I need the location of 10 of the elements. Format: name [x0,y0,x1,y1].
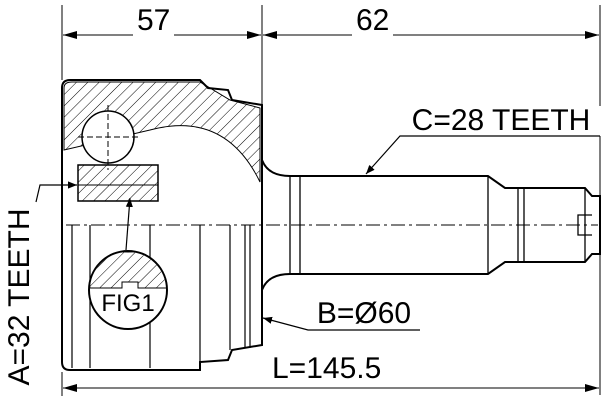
inner-race-drawing [77,164,159,202]
detail-label: FIG1 [101,292,155,316]
dimension-value: 62 [352,6,394,36]
shaft-drawing [262,160,601,290]
leader-line [125,198,133,250]
leader-line [35,181,77,202]
dimension-value: 57 [133,6,174,36]
leader-line [262,316,420,331]
joint-housing-drawing [61,79,263,371]
leader-line [366,135,600,174]
